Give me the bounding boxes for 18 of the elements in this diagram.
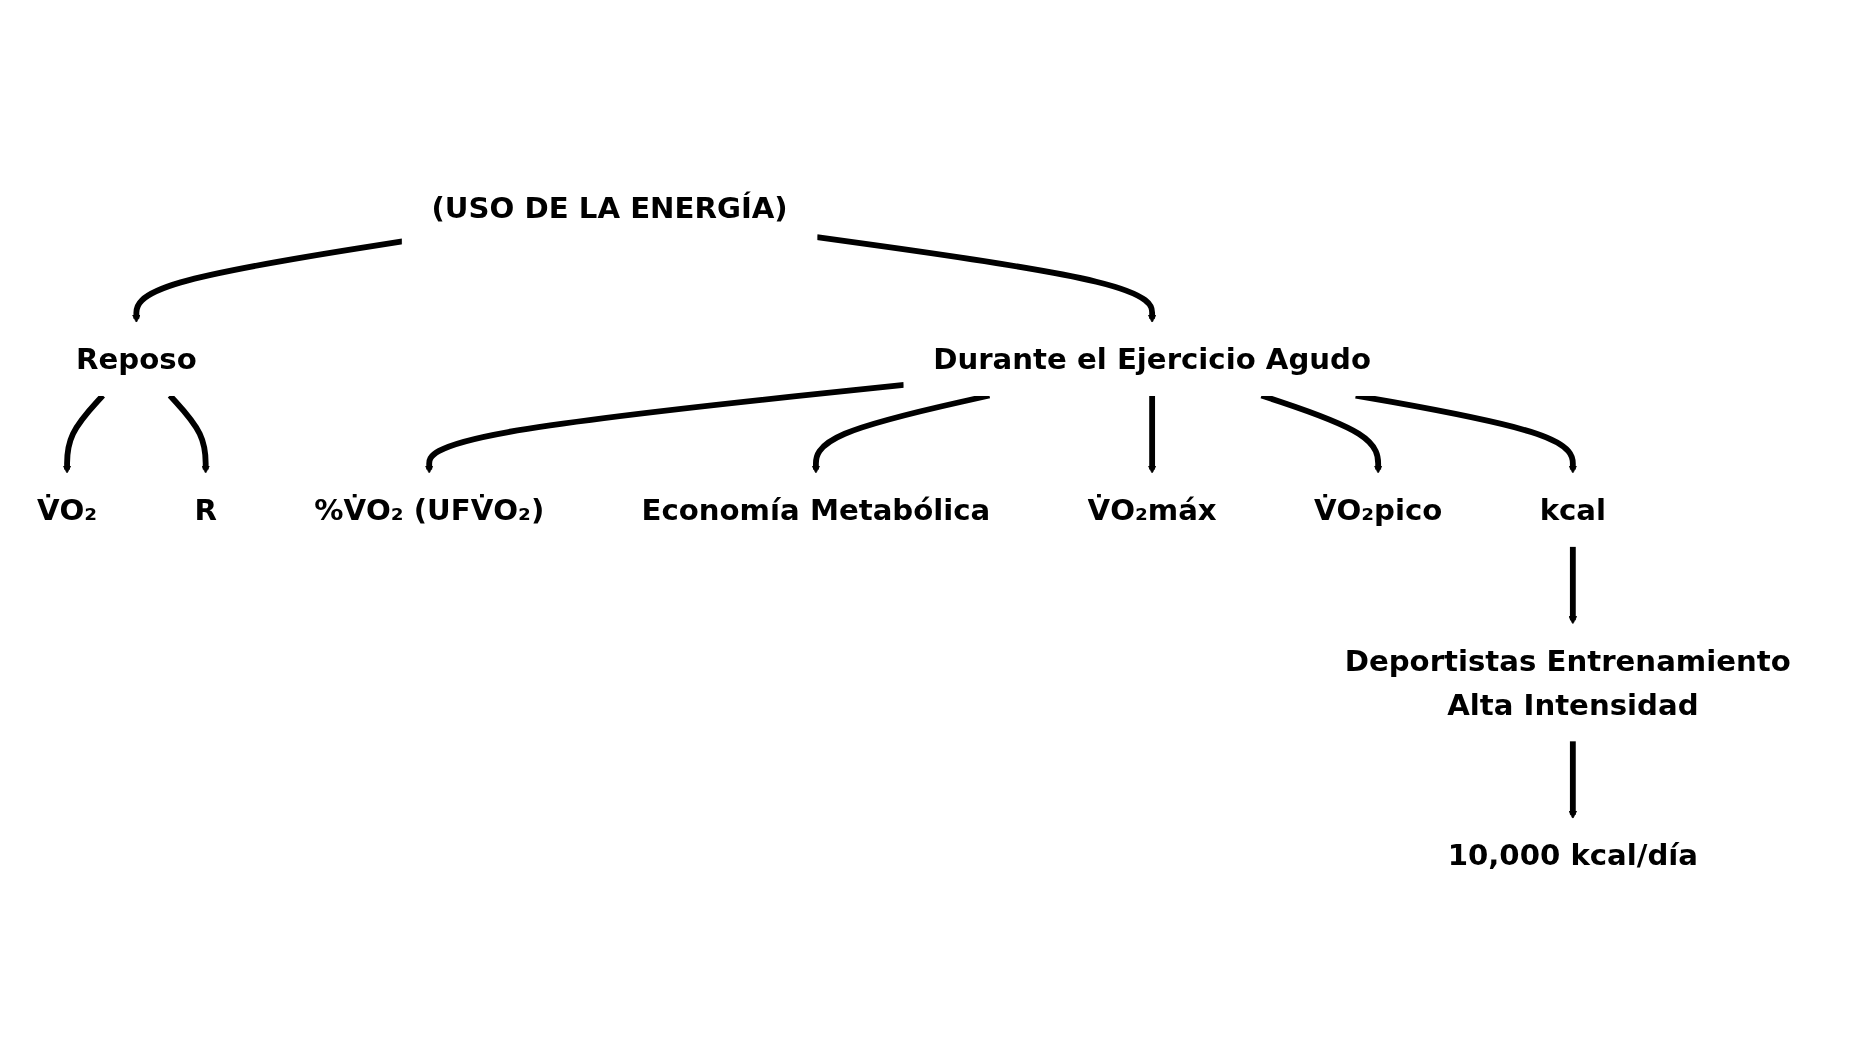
node-text: R: [194, 492, 217, 527]
node-text: Economía Metabólica: [641, 492, 991, 527]
arrow: [424, 381, 905, 474]
arrow: [1568, 546, 1578, 625]
node-text: V̇O₂máx: [1087, 492, 1217, 527]
arrow: [1568, 740, 1578, 819]
node-text: V̇O₂pico: [1313, 492, 1443, 527]
node-text: Reposo: [76, 341, 197, 376]
node-text: V̇O₂: [36, 492, 98, 527]
node-text: Deportistas Entrenamiento Alta Intensidad: [1344, 643, 1791, 722]
node-text: 10,000 kcal/día: [1447, 837, 1699, 872]
node-text: %V̇O₂ (UFV̇O₂): [314, 492, 545, 527]
node-text: kcal: [1539, 492, 1607, 527]
arrow: [132, 238, 403, 323]
arrow: [1147, 395, 1157, 474]
node-text: (USO DE LA ENERGÍA): [431, 191, 788, 226]
node-text: Durante el Ejercicio Agudo: [933, 341, 1372, 376]
arrow: [816, 233, 1157, 323]
